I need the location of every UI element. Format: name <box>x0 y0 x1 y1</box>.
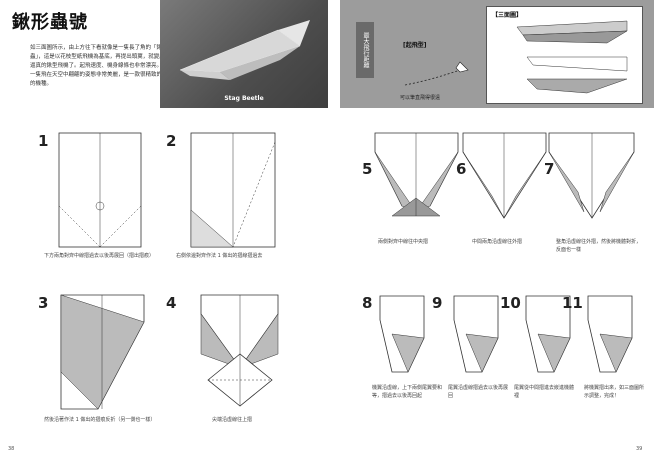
step-5-diagram <box>374 132 459 217</box>
step-number: 2 <box>166 132 177 150</box>
step-number: 5 <box>362 160 373 178</box>
step-caption: 尾翼沿虛線摺過去以後再展回 <box>448 385 509 399</box>
step-caption: 整角沿虛線往外摺，然後將機體對折，反面也一樣 <box>556 239 642 253</box>
step-number: 7 <box>544 160 555 178</box>
step-10-diagram <box>525 295 571 373</box>
paper-plane-photo-illustration <box>179 20 310 80</box>
step-2-diagram <box>190 132 276 248</box>
step-11-diagram <box>587 295 633 373</box>
step-6-diagram <box>462 132 547 219</box>
step-caption: 機翼沿虛線，上下兩側尾翼要和等，摺過去以後再回起 <box>372 385 443 399</box>
step-caption: 尖端沿虛線往上摺 <box>212 417 253 423</box>
step-7-diagram <box>548 132 635 219</box>
flight-distance-label: 最大飛行距離 <box>356 22 374 78</box>
page-number-right: 39 <box>636 446 643 452</box>
step-number: 4 <box>166 294 177 312</box>
step-caption: 中間兩角沿虛線往外摺 <box>472 239 523 245</box>
step-3-diagram <box>60 294 145 410</box>
three-view-illustration <box>516 20 628 94</box>
step-number: 9 <box>432 294 443 312</box>
photo-caption: Stag Beetle <box>224 95 264 102</box>
page-number-left: 38 <box>8 446 15 452</box>
step-1-diagram <box>58 132 142 248</box>
flight-caption: 可以筆直飛得很遠 <box>400 95 441 101</box>
hero-photo: Stag Beetle <box>160 0 328 108</box>
step-number: 8 <box>362 294 373 312</box>
three-view-box <box>486 6 643 104</box>
step-caption: 尾翼從中間摺進去嵌進機體裡 <box>514 385 575 399</box>
step-caption: 然後沿著作法 1 做出的摺痕反折（另一側也一樣） <box>44 417 156 423</box>
page-title: 鍬形蟲號 <box>12 12 88 33</box>
step-8-diagram <box>379 295 425 373</box>
step-caption: 右側依邊對齊作法 1 做出的摺線摺過去 <box>176 253 263 259</box>
step-caption: 將機翼摺出來，如三面圖所示調整，完成！ <box>584 385 645 399</box>
intro-text: 如三面圖所示，由上方往下看就像是一隻長了角的「鍬形蟲」，這是以花枝型紙飛機為基底… <box>30 45 176 87</box>
step-number: 3 <box>38 294 49 312</box>
step-number: 11 <box>562 294 583 312</box>
step-caption: 兩側對齊中線往中央摺 <box>378 239 429 245</box>
flight-type-label: [起飛型] <box>403 42 427 49</box>
three-view-label: 【三面圖】 <box>492 12 523 19</box>
step-caption: 下方兩角對齊中線摺過去以後再展回（摺出摺痕） <box>44 253 155 259</box>
step-9-diagram <box>453 295 499 373</box>
step-4-diagram <box>200 294 279 407</box>
step-number: 1 <box>38 132 49 150</box>
step-number: 6 <box>456 160 467 178</box>
step-number: 10 <box>500 294 521 312</box>
